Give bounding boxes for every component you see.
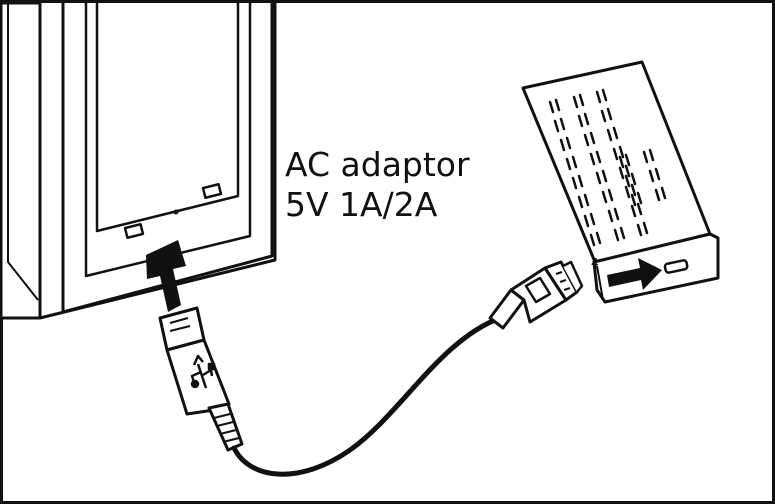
device-back-body — [0, 1, 42, 320]
device-side-panel — [7, 3, 39, 301]
device-button-left — [123, 222, 145, 240]
device-side-edge — [38, 3, 277, 320]
arrow-into-device — [146, 240, 186, 312]
device-button-right — [201, 182, 223, 200]
micro-usb-plug — [488, 260, 584, 330]
usb-icon — [190, 354, 216, 389]
usb-a-strain-relief — [207, 402, 244, 452]
usb-a-plug — [158, 306, 244, 452]
handheld-port — [663, 259, 689, 274]
usb-cable — [231, 315, 503, 477]
device-screen — [95, 3, 240, 233]
handheld-vents — [548, 88, 667, 247]
adaptor-label: AC adaptor — [285, 145, 470, 184]
device-camera-dot — [173, 209, 179, 215]
port-number-label: 4 — [591, 256, 599, 270]
arrow-into-handheld — [607, 258, 662, 290]
device — [0, 1, 277, 320]
adaptor-spec-label: 5V 1A/2A — [285, 185, 438, 224]
